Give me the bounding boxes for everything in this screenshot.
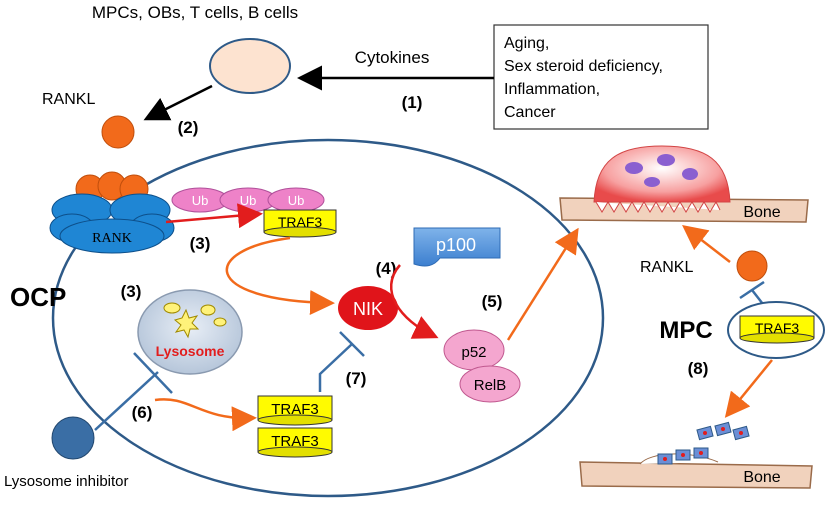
traf3-top-label: TRAF3 — [278, 214, 323, 230]
step-8-label: (8) — [688, 359, 709, 378]
lysosome — [137, 289, 243, 375]
p100-block: p100 — [413, 227, 501, 267]
osteoclast-nucleus-3 — [682, 168, 698, 180]
traf3-to-nik-arrow — [225, 236, 335, 316]
factor-sex-steroid: Sex steroid deficiency, — [504, 58, 663, 75]
bone-top-label: Bone — [743, 204, 780, 221]
rank-receptor-complex: RANK — [49, 171, 175, 254]
lysosome-content-star — [173, 308, 200, 339]
ub-1-label: Ub — [192, 193, 209, 208]
osteoblast-dot-6 — [663, 457, 667, 461]
osteoclast-ruffled-border — [595, 200, 721, 213]
osteoblast-dot-1 — [703, 431, 707, 435]
rank-to-traf3-arrow — [165, 203, 263, 229]
step-3a-label: (3) — [190, 234, 211, 253]
source-cell — [209, 38, 291, 94]
rank-body — [59, 218, 165, 254]
ub-3-label: Ub — [288, 193, 305, 208]
lysosome-content-2 — [200, 304, 216, 316]
osteoclast-nucleus-2 — [657, 154, 675, 166]
step-6-label: (6) — [132, 403, 153, 422]
inhibitor-bar — [133, 352, 173, 394]
rankl-ligand — [101, 115, 135, 149]
traf3-a-base — [257, 414, 333, 426]
lysosome-inhibitor — [51, 416, 95, 460]
nik-label: NIK — [353, 299, 383, 319]
osteoblast-cells — [657, 421, 750, 465]
step-7-label: (7) — [346, 369, 367, 388]
osteoclast-nucleus-1 — [625, 162, 643, 174]
traf3-b-label: TRAF3 — [271, 433, 319, 450]
osteoblast-dot-5 — [699, 451, 703, 455]
rankl-right-ligand — [736, 250, 768, 282]
traf3-stack-upper: TRAF3 — [257, 395, 333, 426]
step-5-label: (5) — [482, 292, 503, 311]
traf3-a-label: TRAF3 — [271, 401, 319, 418]
rank-label: RANK — [92, 231, 132, 246]
step-2-label: (2) — [178, 118, 199, 137]
traf3-b-base — [257, 446, 333, 458]
ocp-label: OCP — [10, 282, 66, 312]
p100-shape — [413, 227, 501, 267]
nik-node — [338, 286, 398, 330]
p52-to-osteoclast-arrow — [506, 227, 579, 341]
rankl-to-osteoclast-arrow — [682, 224, 731, 263]
osteoblast-dot-3 — [739, 431, 743, 435]
source-cells-label: MPCs, OBs, T cells, B cells — [92, 3, 298, 22]
lysosome-content-3 — [213, 317, 227, 327]
mpc-to-bone-arrow — [724, 359, 773, 418]
osteoclast — [593, 145, 731, 203]
factor-aging: Aging, — [504, 35, 549, 52]
factor-cancer: Cancer — [504, 104, 556, 121]
traf3-top-cylinder: TRAF3 — [263, 209, 337, 238]
ub-2-label: Ub — [240, 193, 257, 208]
lysosome-label: Lysosome — [156, 343, 225, 359]
cytokines-label: Cytokines — [355, 48, 430, 67]
rankl-right-label: RANKL — [640, 259, 693, 276]
step-3b-label: (3) — [121, 282, 142, 301]
inhibitor-to-traf3-arrow — [154, 398, 257, 432]
relb-node — [459, 365, 521, 403]
bone-bottom — [579, 461, 813, 489]
traf3-inhibit-nik-bar — [339, 331, 365, 357]
factor-inflammation: Inflammation, — [504, 81, 600, 98]
factors-box — [493, 24, 709, 130]
traf3-inhibit-nik-line — [318, 343, 353, 392]
p52-label: p52 — [461, 344, 486, 361]
traf3-stack-lower: TRAF3 — [257, 427, 333, 458]
traf3-mpc-label: TRAF3 — [755, 320, 800, 336]
traf3-mpc-base — [739, 332, 815, 344]
lysosome-inhibitor-label: Lysosome inhibitor — [4, 473, 129, 490]
lysosome-content-1 — [163, 302, 181, 314]
bone-bottom-label: Bone — [743, 469, 780, 486]
inhibitor-line — [94, 371, 159, 431]
step-4-label: (4) — [376, 259, 397, 278]
step-1-label: (1) — [402, 93, 423, 112]
nik-to-p52-arrow — [389, 264, 439, 339]
traf3-top-base — [263, 226, 337, 238]
relb-label: RelB — [474, 377, 507, 394]
mpc-inhibit-bar — [739, 280, 765, 300]
mpc-label: MPC — [659, 317, 712, 344]
osteoclast-nucleus-4 — [644, 177, 660, 187]
p100-label: p100 — [436, 235, 476, 255]
rankl-top-label: RANKL — [42, 91, 95, 108]
rankl-release-arrow — [143, 84, 213, 121]
osteoblast-dot-2 — [721, 427, 725, 431]
osteoblast-dot-4 — [681, 453, 685, 457]
